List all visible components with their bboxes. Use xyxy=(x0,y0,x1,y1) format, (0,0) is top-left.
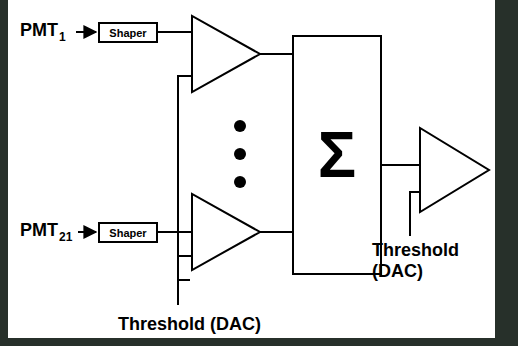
ellipsis-dot xyxy=(234,148,246,160)
white-ground xyxy=(8,0,495,338)
input-arrow xyxy=(76,31,96,33)
signal-wire xyxy=(260,231,292,233)
shaper-box: Shaper xyxy=(98,222,158,243)
channel-index: 1 xyxy=(59,31,66,45)
comparator-symbol xyxy=(420,128,489,212)
comparator-symbol xyxy=(192,16,260,92)
input-arrow xyxy=(78,231,96,233)
ellipsis-dot xyxy=(234,176,246,188)
threshold-wire xyxy=(178,255,192,257)
signal-name: PMT xyxy=(20,20,58,41)
box-label: Shaper xyxy=(109,27,146,39)
shaper-box: Shaper xyxy=(98,22,158,43)
signal-wire xyxy=(158,231,192,233)
threshold-label: Threshold (DAC) xyxy=(118,314,261,335)
signal-wire xyxy=(158,31,192,33)
threshold-wire xyxy=(178,279,190,281)
box-label: Shaper xyxy=(109,227,146,239)
threshold-label: Threshold (DAC) xyxy=(372,240,484,281)
threshold-wire xyxy=(410,192,420,236)
comparator-symbol xyxy=(192,194,260,270)
signal-name: PMT xyxy=(20,220,58,241)
sum-symbol: Σ xyxy=(318,118,356,192)
summing-box: Σ xyxy=(292,35,382,275)
threshold-wire xyxy=(178,76,192,305)
ellipsis-dot xyxy=(234,120,246,132)
signal-wire xyxy=(260,53,292,55)
signal-wire xyxy=(382,164,420,166)
channel-index: 21 xyxy=(59,231,72,245)
